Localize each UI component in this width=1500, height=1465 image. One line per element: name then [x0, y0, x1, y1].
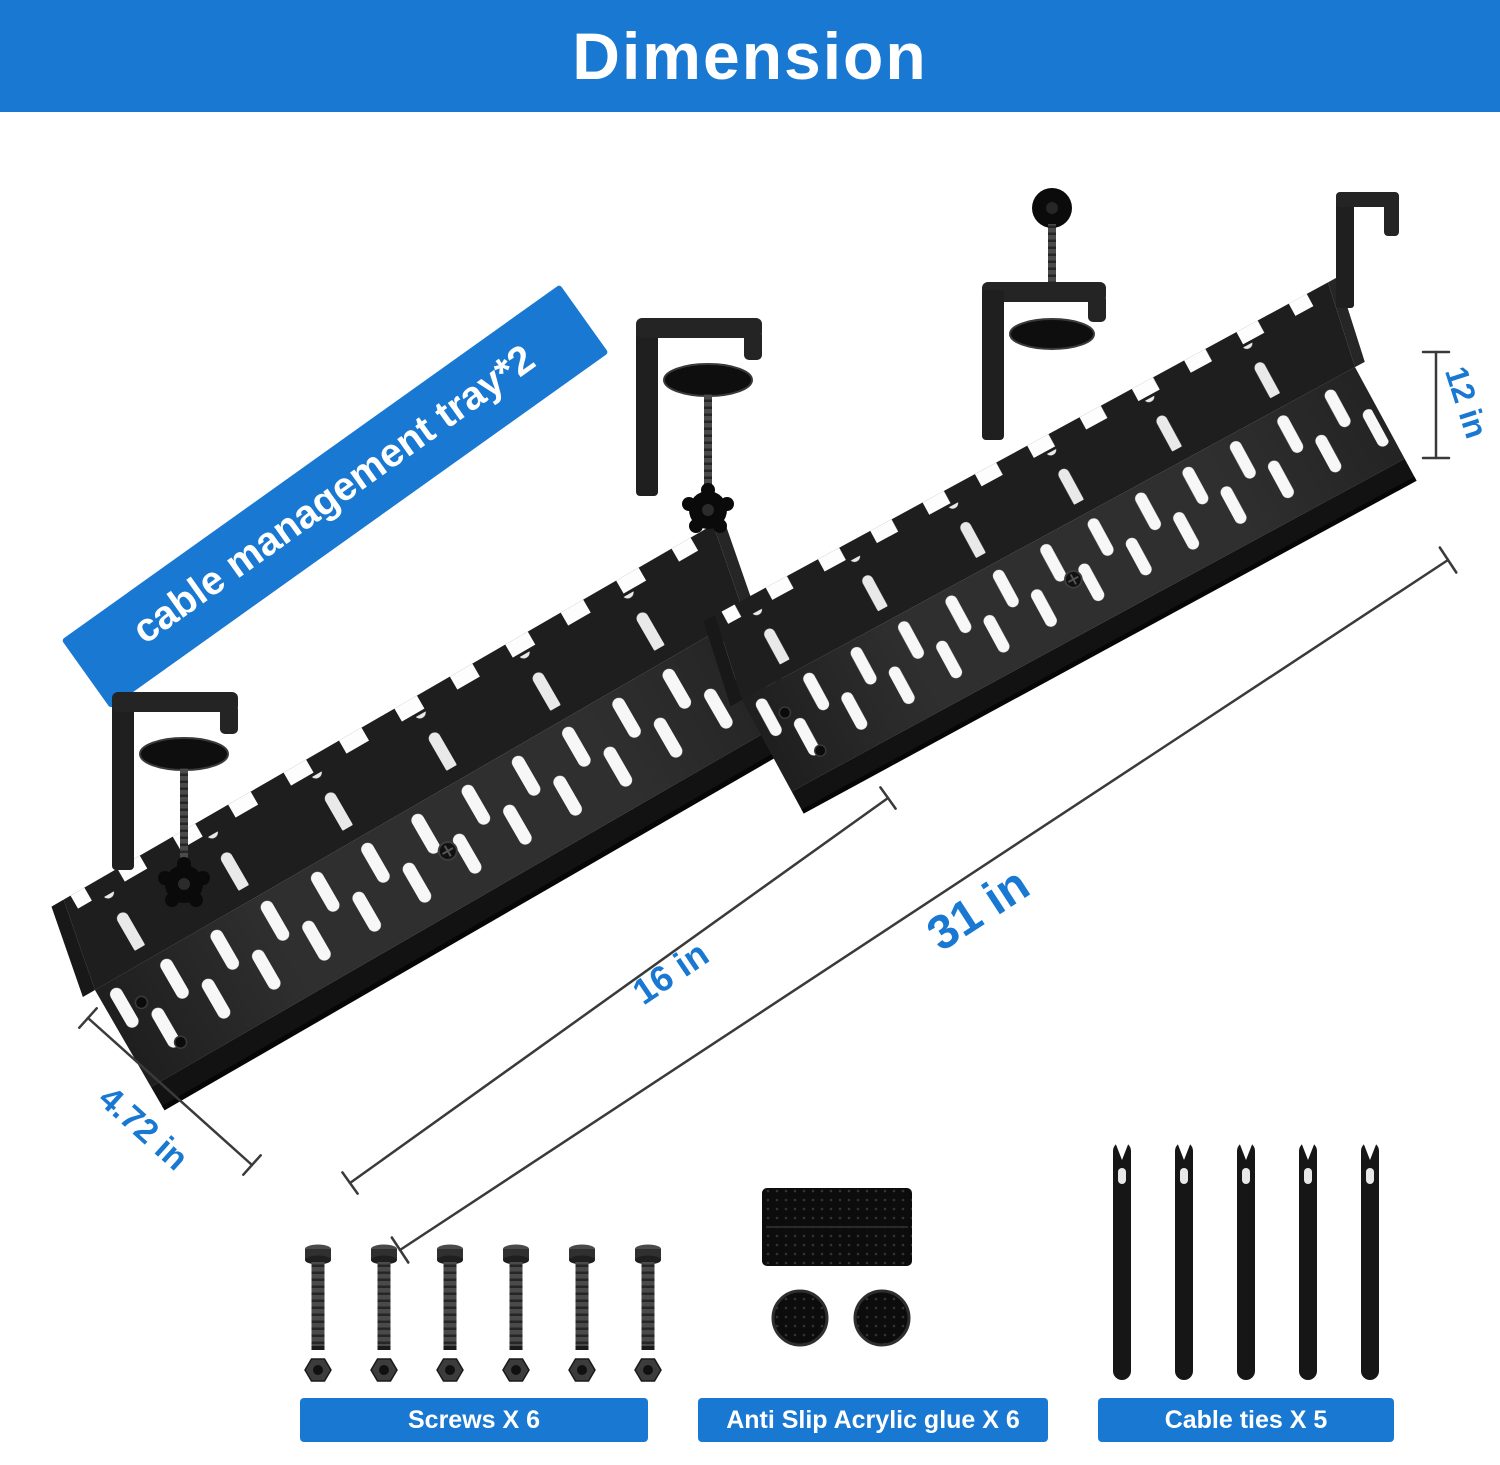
cable-ties-icon [1113, 1142, 1379, 1380]
dimension-tray-length: 16 in [625, 933, 716, 1013]
screws-label-bar: Screws X 6 [300, 1398, 648, 1442]
cable-tray-right [687, 276, 1443, 821]
page-title: Dimension [572, 19, 928, 93]
dimension-line-tray-length [341, 786, 897, 1195]
glue-pad-icon [762, 1188, 912, 1347]
banner-label: cable management tray*2 [124, 336, 542, 652]
screws-icon [304, 1243, 662, 1382]
dimension-line-total-length [390, 546, 1458, 1264]
glue-label-bar: Anti Slip Acrylic glue X 6 [698, 1398, 1048, 1442]
dimension-line-height [1421, 350, 1451, 460]
end-bracket-icon [1336, 192, 1399, 308]
cable-ties-label-bar: Cable ties X 5 [1098, 1398, 1394, 1442]
dimension-line-depth [78, 1007, 262, 1176]
desk-clamp-middle-icon [635, 317, 763, 534]
dimension-height: 12 in [1438, 362, 1495, 442]
desk-clamp-right-icon [981, 187, 1107, 441]
dimension-total-length: 31 in [918, 858, 1039, 962]
header-bar: Dimension [0, 0, 1500, 112]
